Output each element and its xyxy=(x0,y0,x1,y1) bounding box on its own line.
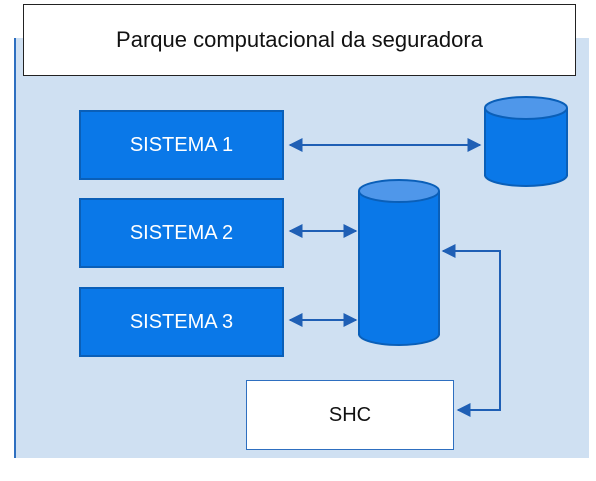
system-3-box: SISTEMA 3 xyxy=(79,287,284,357)
shc-box: SHC xyxy=(246,380,454,450)
database-shared-icon xyxy=(358,179,440,346)
database-small-icon xyxy=(484,96,568,187)
diagram-title: Parque computacional da seguradora xyxy=(23,4,576,76)
system-1-box: SISTEMA 1 xyxy=(79,110,284,180)
system-2-box: SISTEMA 2 xyxy=(79,198,284,268)
connector-shc-db xyxy=(441,244,501,417)
